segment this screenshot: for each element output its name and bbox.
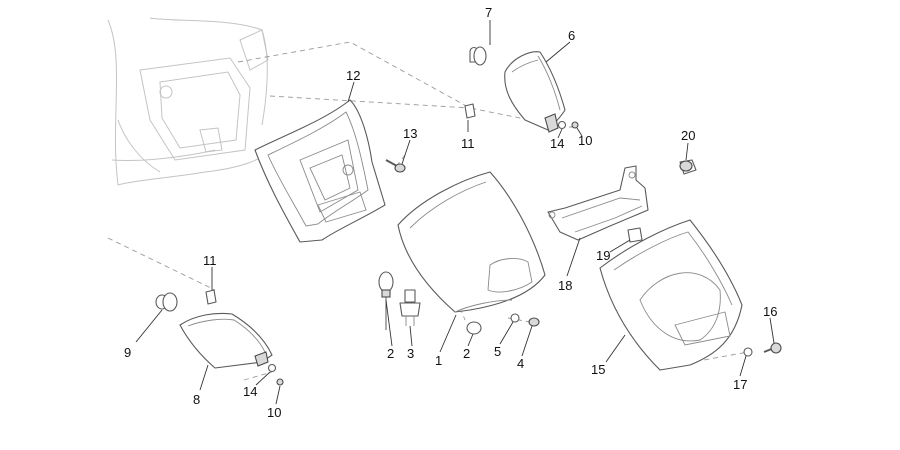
part-10-screw-lower [276,378,284,386]
callout-11-upper: 11 [461,136,475,151]
part-17-washer [743,347,753,357]
callout-8: 8 [193,392,200,407]
part-9-bulb [155,292,178,312]
callout-13: 13 [403,126,417,141]
part-1-front-cover [397,171,546,313]
part-20-bolt [679,159,697,175]
part-2-bulb-right [466,321,482,335]
callout-16: 16 [763,304,777,319]
callout-7: 7 [485,5,492,20]
part-12-light-housing [254,99,386,243]
callout-3: 3 [407,346,414,361]
part-14-washer-lower [267,363,277,373]
part-5-washer [510,313,520,323]
callout-1: 1 [435,353,442,368]
callout-2-right: 2 [463,346,470,361]
part-11-clip-upper [464,103,476,119]
part-2-bulb-left [378,271,394,330]
scooter-body-outline [107,17,271,186]
callout-18: 18 [558,278,572,293]
callout-4: 4 [517,356,524,371]
part-14-washer-upper [557,120,567,130]
callout-17: 17 [733,377,747,392]
part-4-screw [528,317,540,327]
callout-15: 15 [591,362,605,377]
callout-9: 9 [124,345,131,360]
callout-14-lower: 14 [243,384,257,399]
part-15-rear-cover [599,219,743,371]
part-13-screw [385,159,406,173]
callout-5: 5 [494,344,501,359]
part-16-bolt [763,342,782,354]
callout-12: 12 [346,68,360,83]
callout-labels: 7 6 12 13 11 14 10 20 19 18 11 9 8 14 10… [124,5,777,420]
part-18-bracket [547,165,649,241]
callout-14-upper: 14 [550,136,564,151]
callout-10-lower: 10 [267,405,281,420]
part-8-signal-lens [179,312,273,369]
part-11-clip-lower [205,289,217,305]
part-3-socket [399,289,421,326]
callout-11-lower: 11 [203,253,217,268]
leader-lines [135,20,775,405]
part-6-signal-lens [504,51,566,133]
part-7-bulb [469,46,487,66]
part-19-clip [627,227,643,243]
callout-6: 6 [568,28,575,43]
callout-2-left: 2 [387,346,394,361]
callout-20: 20 [681,128,695,143]
callout-19: 19 [596,248,610,263]
part-10-screw-upper [571,121,579,129]
callout-10-upper: 10 [578,133,592,148]
